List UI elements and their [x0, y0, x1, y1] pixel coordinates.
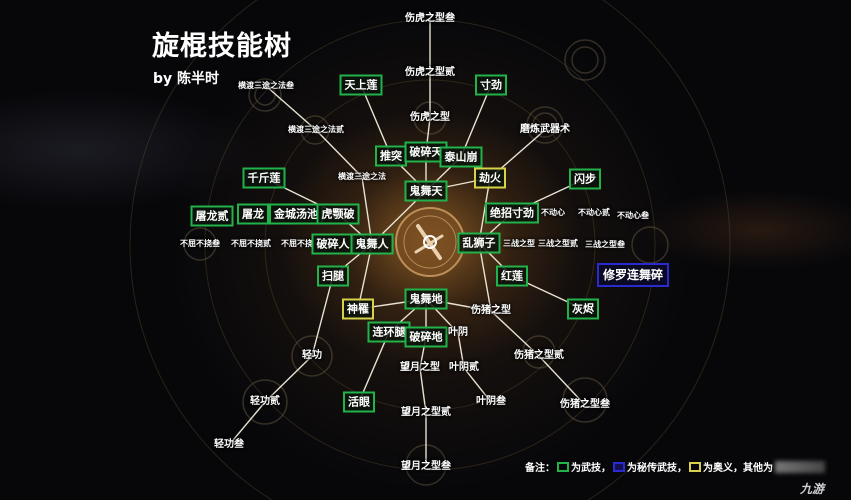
skill-node-san-zhan-1: 三战之型: [503, 239, 535, 248]
skill-node-gui-wu-ren: 鬼舞人: [350, 233, 394, 255]
skill-node-wang-yue-1: 望月之型: [400, 362, 440, 373]
skill-node-gui-wu-tian: 鬼舞天: [404, 180, 448, 202]
skill-node-shen-luo: 神罹: [342, 298, 374, 320]
legend-label-ao-yi: 为奥义，其他为: [703, 463, 773, 474]
skill-node-wang-yue-3: 望月之型叁: [401, 461, 451, 472]
jiuyou-logo-icon: 九游: [800, 480, 824, 497]
skill-node-heng-du-2: 横渡三途之法贰: [288, 125, 344, 134]
skill-node-cun-jin: 寸劲: [475, 74, 507, 96]
edge-sao_tui-qing_gong_1: [311, 275, 334, 357]
edge-heng_du_2-heng_du_1: [315, 129, 363, 178]
skill-node-ye-yin-3: 叶阴叁: [476, 396, 506, 407]
skill-node-heng-du-3: 横渡三途之法叁: [238, 81, 294, 90]
skill-node-tu-long: 屠龙: [237, 203, 269, 225]
skill-node-jie-huo: 劫火: [474, 167, 506, 189]
page-title: 旋棍技能树: [152, 31, 292, 62]
skill-node-bu-dong-2: 不动心贰: [578, 208, 610, 217]
skill-node-ye-yin-2: 叶阴贰: [449, 362, 479, 373]
skill-node-sao-tui: 扫腿: [317, 265, 349, 287]
skill-node-jin-cheng: 金城汤池: [269, 203, 323, 225]
skill-node-san-zhan-2: 三战之型贰: [538, 239, 578, 248]
skill-node-bu-qu-2: 不屈不挠贰: [231, 239, 271, 248]
skill-node-jue-zhao: 绝招寸劲: [485, 202, 539, 224]
skill-node-shang-hu-3: 伤虎之型叁: [405, 13, 455, 24]
skill-node-qian-jin-lian: 千斤莲: [242, 167, 286, 189]
skill-node-shang-hu-1: 伤虎之型: [410, 112, 450, 123]
skill-node-po-sui-ren: 破碎人: [311, 233, 355, 255]
legend-swatch-green: [557, 461, 569, 472]
skill-node-bu-dong-1: 不动心: [541, 208, 565, 217]
edge-gui_wu_ren-shen_luo: [357, 243, 373, 310]
skill-node-qing-gong-1: 轻功: [302, 350, 322, 361]
skill-node-san-zhan-3: 三战之型叁: [585, 240, 625, 249]
skill-node-ye-yin-1: 叶阴: [448, 327, 468, 338]
edge-luan_shi_zi-shang_zhu_1: [478, 242, 492, 312]
skill-node-xiu-luo: 修罗连舞碎: [596, 263, 670, 287]
edge-qing_gong_2-qing_gong_3: [228, 401, 266, 446]
skill-node-tian-shang-lian: 天上莲: [339, 74, 383, 96]
edge-tian_shang_lian-tui_tu: [360, 84, 392, 157]
skill-node-mo-lian: 磨炼武器术: [520, 124, 570, 135]
skill-node-tui-tu: 推突: [375, 145, 407, 167]
skill-node-tai-shan-beng: 泰山崩: [439, 146, 483, 168]
skill-node-po-sui-tian: 破碎天: [404, 141, 448, 163]
edge-wang_yue_1-wang_yue_2: [419, 367, 427, 414]
skill-node-heng-du-1: 横渡三途之法: [338, 172, 386, 181]
legend-swatch-yellow: [689, 461, 701, 472]
skill-node-bu-qu-3: 不屈不挠叁: [180, 239, 220, 248]
skill-node-qing-gong-3: 轻功叁: [214, 439, 244, 450]
legend-obscured-text: [775, 460, 825, 473]
skill-node-hong-lian: 红莲: [496, 265, 528, 287]
legend: 备注： 为武技， 为秘传武技， 为奥义，其他为: [525, 459, 825, 474]
skill-node-shang-hu-2: 伤虎之型贰: [405, 67, 455, 78]
skill-node-qing-gong-2: 轻功贰: [250, 396, 280, 407]
skill-node-shan-bu: 闪步: [569, 168, 601, 190]
author-byline: by 陈半时: [153, 71, 220, 87]
skill-node-gui-wu-di: 鬼舞地: [404, 288, 448, 310]
edge-ye_yin_2-ye_yin_3: [463, 367, 492, 403]
skill-node-bu-qu-1: 不屈不挠: [281, 239, 313, 248]
legend-prefix: 备注：: [525, 463, 555, 474]
skill-node-hui-jin: 灰烬: [567, 298, 599, 320]
legend-label-wu-ji: 为武技，: [571, 463, 611, 474]
edge-shang_zhu_2-shang_zhu_3: [538, 355, 586, 406]
edge-qing_gong_1-qing_gong_2: [264, 355, 313, 403]
edge-shang_zhu_1-shang_zhu_2: [490, 310, 540, 357]
watermark-label: 九游: [800, 482, 825, 496]
skill-node-wang-yue-2: 望月之型贰: [401, 407, 451, 418]
skill-node-shang-zhu-2: 伤猪之型贰: [514, 350, 564, 361]
edge-lian_huan_tui-huo_yan: [358, 331, 390, 403]
edge-jie_huo-luan_shi_zi: [478, 177, 491, 244]
skill-node-shang-zhu-1: 伤猪之型: [471, 305, 511, 316]
edge-heng_du_1-gui_wu_ren: [361, 176, 373, 245]
skill-node-tu-long-2: 屠龙贰: [190, 205, 234, 227]
skill-node-shang-zhu-3: 伤猪之型叁: [560, 399, 610, 410]
skill-node-luan-shi-zi: 乱狮子: [457, 232, 501, 254]
skill-node-bu-dong-3: 不动心叁: [617, 211, 649, 220]
edge-ye_yin_1-ye_yin_2: [457, 332, 465, 369]
edge-cun_jin-tai_shan_beng: [460, 84, 492, 158]
legend-label-mi-chuan: 为秘传武技，: [627, 463, 687, 474]
edge-heng_du_3-heng_du_2: [265, 85, 317, 131]
skill-node-hu-e-po: 虎颚破: [316, 203, 360, 225]
skill-node-huo-yan: 活眼: [343, 391, 375, 413]
legend-swatch-blue: [613, 461, 625, 472]
skill-node-po-sui-di: 破碎地: [404, 326, 448, 348]
